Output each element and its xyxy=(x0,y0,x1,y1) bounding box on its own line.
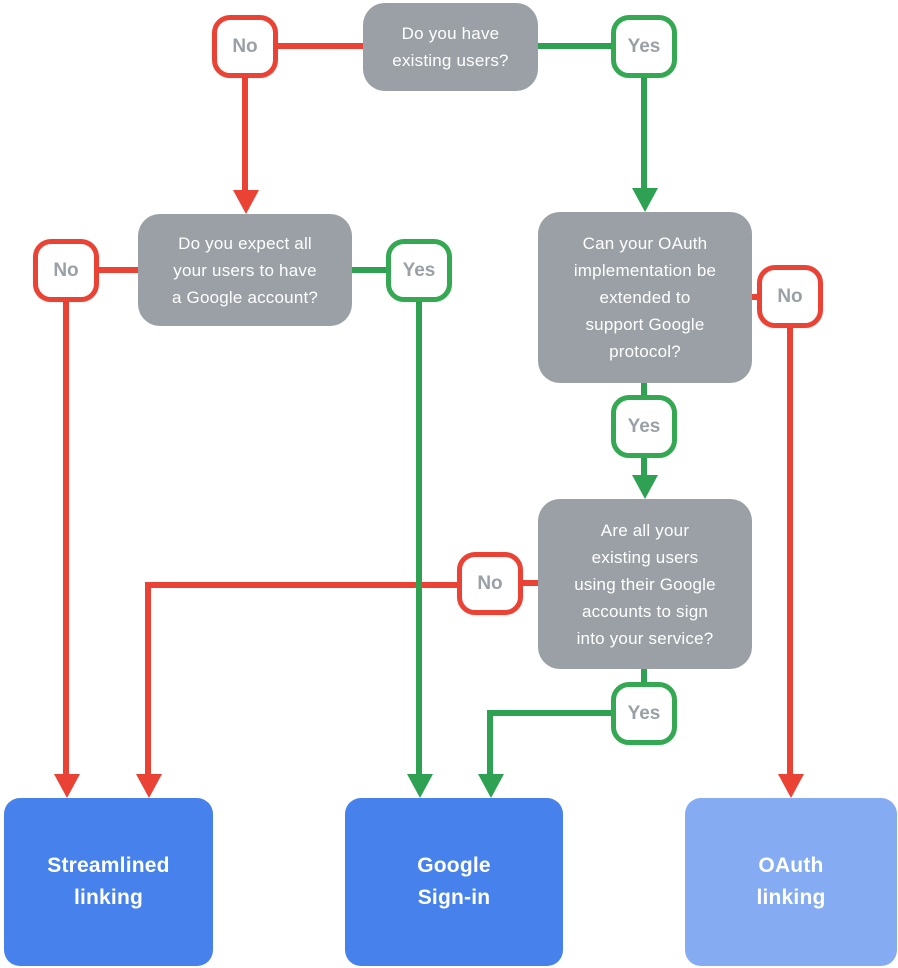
edge-q3-no-connector xyxy=(752,294,758,300)
q3-no-badge: No xyxy=(757,265,823,328)
arrow-down-into-streamlined-2-icon xyxy=(136,774,162,798)
edge-q1-no-connector xyxy=(278,43,363,49)
edge-q2-yes-connector xyxy=(352,267,386,273)
edge-q1-yes-to-q3-line xyxy=(641,77,647,189)
arrow-down-into-streamlined-1-icon xyxy=(54,774,80,798)
edge-q4-no-horizontal-line xyxy=(145,582,457,588)
arrow-down-into-signin-2-icon xyxy=(478,774,504,798)
question-existing-users: Do you have existing users? xyxy=(363,3,538,91)
edge-q2-no-to-streamlined-line xyxy=(63,302,69,776)
q4-no-badge: No xyxy=(457,552,523,615)
q1-yes-badge: Yes xyxy=(611,15,677,78)
edge-q2-yes-to-signin-line xyxy=(416,302,422,776)
edge-q3-to-yes-badge-line xyxy=(641,383,647,396)
edge-q4-yes-horizontal-line xyxy=(487,710,611,716)
edge-q2-no-connector xyxy=(99,267,138,273)
outcome-google-signin: Google Sign-in xyxy=(345,798,563,966)
arrow-down-into-q4-icon xyxy=(632,475,658,499)
question-oauth-extended: Can your OAuth implementation be extende… xyxy=(538,212,752,383)
arrow-down-into-q2-icon xyxy=(233,190,259,214)
arrow-down-into-oauth-icon xyxy=(778,774,804,798)
edge-q1-yes-connector xyxy=(538,43,611,49)
q2-no-badge: No xyxy=(33,239,99,302)
arrow-down-into-signin-1-icon xyxy=(407,774,433,798)
edge-q4-yes-to-signin-line xyxy=(487,710,493,776)
q4-yes-badge: Yes xyxy=(611,682,677,745)
q1-no-badge: No xyxy=(212,15,278,78)
outcome-streamlined-linking: Streamlined linking xyxy=(4,798,213,966)
edge-q1-no-to-q2-line xyxy=(242,77,248,191)
question-users-google-signin: Are all your existing users using their … xyxy=(538,499,752,669)
outcome-oauth-linking: OAuth linking xyxy=(685,798,897,966)
q3-yes-badge: Yes xyxy=(611,395,677,458)
edge-q3-no-to-oauth-line xyxy=(787,328,793,776)
q2-yes-badge: Yes xyxy=(386,239,452,302)
edge-q4-no-connector xyxy=(523,580,538,586)
edge-q4-no-to-streamlined-line xyxy=(145,582,151,776)
edge-q4-to-yes-badge-line xyxy=(641,669,647,683)
question-google-account: Do you expect all your users to have a G… xyxy=(138,214,352,326)
arrow-down-into-q3-icon xyxy=(632,188,658,212)
edge-q3-yes-to-q4-line xyxy=(641,457,647,476)
